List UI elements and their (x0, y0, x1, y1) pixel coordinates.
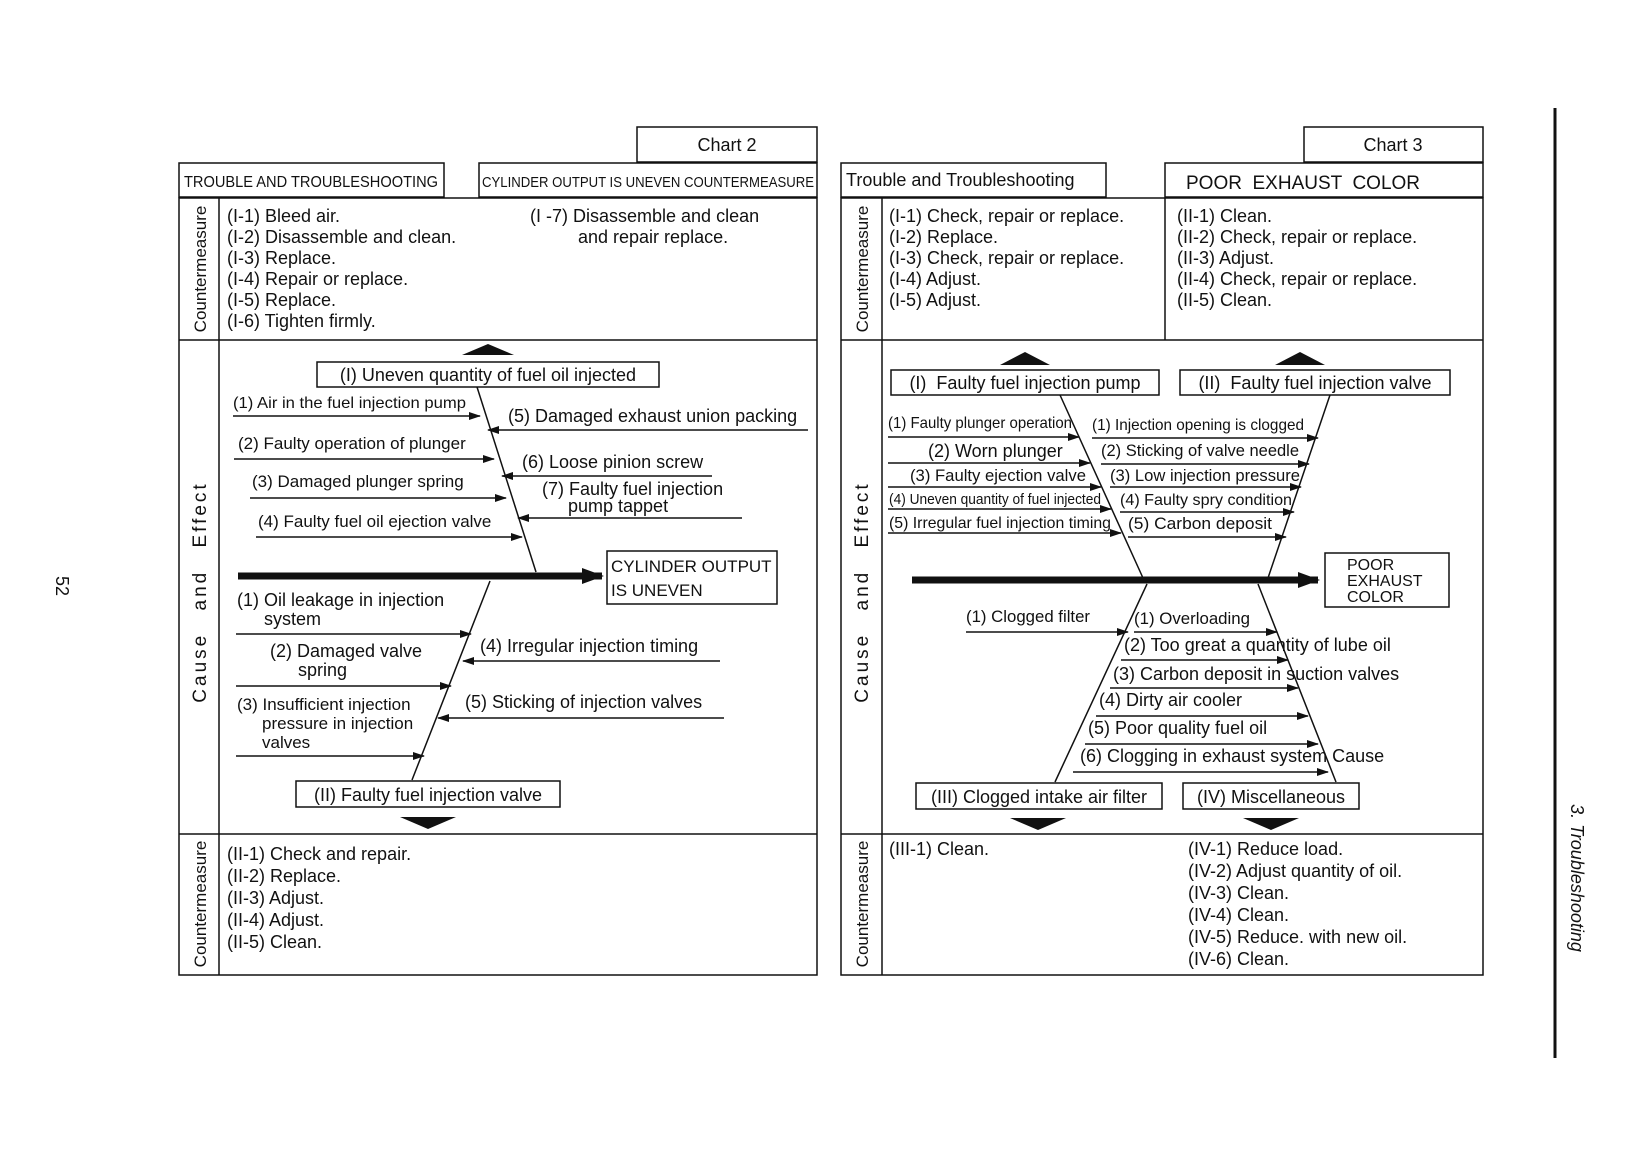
chart2-group-top: (I) Uneven quantity of fuel oil injected (340, 365, 636, 385)
chart3-cause: (4) Uneven quantity of fuel injected (889, 491, 1101, 508)
chart2-cause: valves (262, 733, 310, 752)
chart2-measure: (II-5) Clean. (227, 932, 322, 952)
chart2-measure: (I-6) Tighten firmly. (227, 311, 376, 331)
chart2-measure: (I -7) Disassemble and clean (530, 206, 759, 226)
chart2-cause: (4) Faulty fuel oil ejection valve (258, 512, 491, 531)
chart2-measure: (I-4) Repair or replace. (227, 269, 408, 289)
chart3-effect: EXHAUST (1347, 573, 1423, 590)
chart3-measure: (I-2) Replace. (889, 227, 998, 247)
chart3-header-right: POOR EXHAUST COLOR (1186, 173, 1420, 194)
chart3-cause: (5) Poor quality fuel oil (1088, 718, 1267, 738)
chart3-cause: (1) Clogged filter (966, 607, 1090, 626)
chart2-up-arrow (462, 344, 514, 355)
chart3-measure: (II-3) Adjust. (1177, 248, 1274, 268)
chart3-measure: (IV-4) Clean. (1188, 905, 1289, 925)
chart2-effect: CYLINDER OUTPUT (611, 557, 772, 576)
chart2-measure: (I-3) Replace. (227, 248, 336, 268)
chart3-group-top-right: (II) Faulty fuel injection valve (1198, 373, 1431, 393)
chart3-effect: POOR (1347, 557, 1394, 574)
chart3-group-top-left: (I) Faulty fuel injection pump (909, 373, 1140, 393)
chart2-cause: (2) Faulty operation of plunger (238, 434, 466, 453)
chart2-cause: (4) Irregular injection timing (480, 636, 698, 656)
chart2-panel: Chart 2 TROUBLE AND TROUBLESHOOTING CYLI… (178, 126, 818, 976)
chart3-measure: (II-5) Clean. (1177, 290, 1272, 310)
chart3-cause: (5) Irregular fuel injection timing (889, 515, 1111, 532)
chart3-measure: (IV-1) Reduce load. (1188, 839, 1343, 859)
chart3-measure: (II-4) Check, repair or replace. (1177, 269, 1417, 289)
chart3-group-bottom-right: (IV) Miscellaneous (1197, 787, 1345, 807)
chart3-measure: (I-5) Adjust. (889, 290, 981, 310)
chart2-cause: (5) Damaged exhaust union packing (508, 406, 797, 426)
chart2-measure: (I-1) Bleed air. (227, 206, 340, 226)
chart2-effect: IS UNEVEN (611, 581, 703, 600)
chart3-header-left: Trouble and Troubleshooting (846, 170, 1075, 190)
chart3-down-arrow-left (1010, 818, 1066, 830)
chart3-measure: (I-4) Adjust. (889, 269, 981, 289)
chart3-cause: (6) Clogging in exhaust system Cause (1080, 746, 1384, 766)
chart2-measure: and repair replace. (578, 227, 728, 247)
chart3-cause: (5) Carbon deposit (1128, 514, 1272, 533)
chart3-down-arrow-right (1243, 818, 1299, 830)
chart2-cause: (6) Loose pinion screw (522, 452, 704, 472)
chart3-label: Chart 3 (1363, 135, 1422, 155)
section-title: 3. Troubleshooting (1567, 804, 1587, 952)
chart2-cause: pressure in injection (262, 714, 413, 733)
chart2-cause: (2) Damaged valve (270, 641, 422, 661)
chart2-measure: (I-2) Disassemble and clean. (227, 227, 456, 247)
chart3-side-cause-effect: Cause and Effect (852, 481, 873, 702)
chart3-panel: Chart 3 Trouble and Troubleshooting POOR… (840, 126, 1484, 976)
chart3-cause: (4) Dirty air cooler (1099, 690, 1242, 710)
chart2-measure: (II-4) Adjust. (227, 910, 324, 930)
chart3-effect: COLOR (1347, 589, 1404, 606)
chart3-measure: (I-1) Check, repair or replace. (889, 206, 1124, 226)
chart3-cause: (1) Injection opening is clogged (1092, 417, 1304, 434)
chart3-group-bottom-left: (III) Clogged intake air filter (931, 787, 1147, 807)
chart3-cause: (1) Faulty plunger operation (888, 415, 1072, 432)
chart2-measure: (II-1) Check and repair. (227, 844, 411, 864)
chart2-cause: (7) Faulty fuel injection (542, 479, 723, 499)
chart3-measure: (III-1) Clean. (889, 839, 989, 859)
chart3-up-arrow-right (1275, 352, 1325, 365)
chart3-up-arrow-left (1000, 352, 1050, 365)
chart3-measure: (II-1) Clean. (1177, 206, 1272, 226)
chart2-header-right: CYLINDER OUTPUT IS UNEVEN COUNTERMEASURE (482, 174, 814, 191)
chart2-cause: pump tappet (568, 496, 668, 516)
chart3-cause: (2) Worn plunger (928, 441, 1063, 461)
chart2-header-left: TROUBLE AND TROUBLESHOOTING (184, 174, 438, 191)
chart2-cause: system (264, 609, 321, 629)
chart3-measure: (II-2) Check, repair or replace. (1177, 227, 1417, 247)
page-number: 52 (52, 576, 72, 596)
chart3-cause: (2) Sticking of valve needle (1101, 441, 1299, 460)
chart3-cause: (4) Faulty spry condition (1120, 492, 1292, 509)
chart3-cause: (1) Overloading (1134, 609, 1250, 628)
chart2-side-countermeasure-bottom: Countermeasure (191, 841, 210, 968)
chart2-cause: (1) Air in the fuel injection pump (233, 395, 466, 412)
chart2-cause: (5) Sticking of injection valves (465, 692, 702, 712)
chart2-measure: (I-5) Replace. (227, 290, 336, 310)
chart2-group-bottom: (II) Faulty fuel injection valve (314, 785, 542, 805)
chart3-measure: (IV-5) Reduce. with new oil. (1188, 927, 1407, 947)
chart3-cause: (3) Low injection pressure (1110, 466, 1300, 485)
chart3-cause: (3) Carbon deposit in suction valves (1113, 664, 1399, 684)
chart2-cause: (3) Insufficient injection (237, 695, 411, 714)
chart2-side-countermeasure-top: Countermeasure (191, 206, 210, 333)
chart2-cause: (1) Oil leakage in injection (237, 590, 444, 610)
chart2-measure: (II-3) Adjust. (227, 888, 324, 908)
chart2-label: Chart 2 (697, 135, 756, 155)
chart2-measure: (II-2) Replace. (227, 866, 341, 886)
chart3-cause: (3) Faulty ejection valve (910, 466, 1086, 485)
chart3-measure: (I-3) Check, repair or replace. (889, 248, 1124, 268)
chart3-cause: (2) Too great a quantity of lube oil (1124, 635, 1391, 655)
chart3-side-countermeasure-bottom: Countermeasure (853, 841, 872, 968)
chart3-measure: (IV-2) Adjust quantity of oil. (1188, 861, 1402, 881)
chart2-cause: spring (298, 660, 347, 680)
chart3-measure: (IV-3) Clean. (1188, 883, 1289, 903)
chart2-cause: (3) Damaged plunger spring (252, 472, 464, 491)
chart3-side-countermeasure-top: Countermeasure (853, 206, 872, 333)
chart2-side-cause-effect: Cause and Effect (190, 481, 211, 702)
chart3-measure: (IV-6) Clean. (1188, 949, 1289, 969)
chart2-down-arrow (400, 817, 456, 829)
